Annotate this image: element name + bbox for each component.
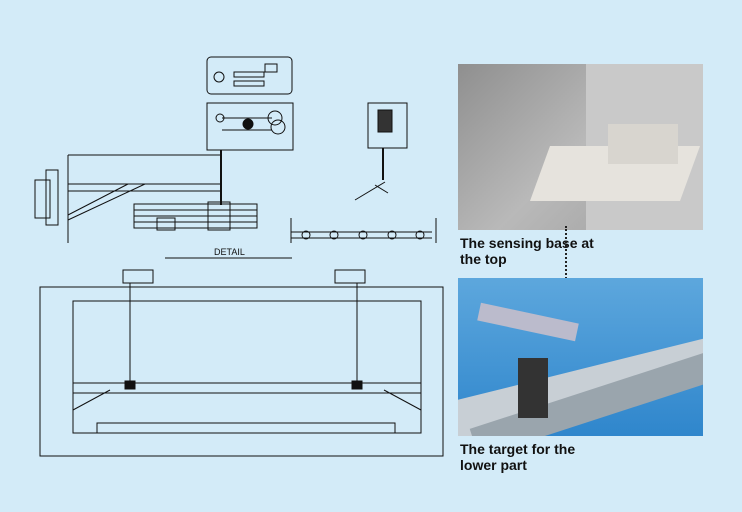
caption-sensing-base: The sensing base at the top — [460, 235, 594, 267]
end-view — [165, 102, 437, 259]
target-photo — [458, 278, 703, 436]
caption-target: The target for the lower part — [460, 441, 576, 473]
connector-line — [565, 226, 567, 282]
sensor-box-front-view — [206, 102, 294, 205]
sensing-base-photo — [458, 64, 703, 230]
detail-label: DETAIL — [214, 247, 245, 257]
sensor-box-top-view — [206, 56, 293, 95]
side-bracket — [34, 154, 258, 243]
overall-frame-view — [39, 269, 444, 457]
